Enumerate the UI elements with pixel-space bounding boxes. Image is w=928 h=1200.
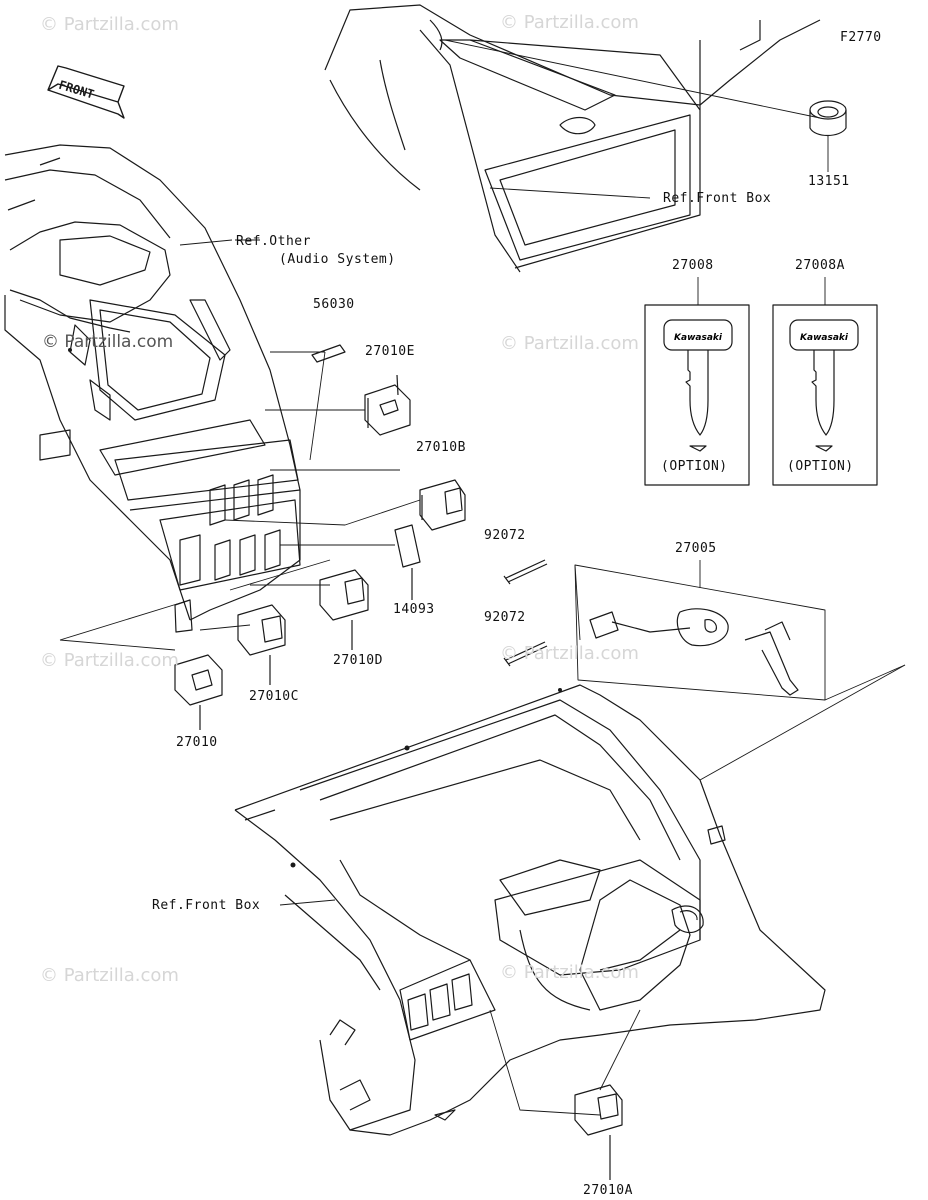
figure-code: F2770 [840,30,882,45]
watermark: © Partzilla.com [500,962,639,983]
socket-13151 [809,100,847,172]
watermark: © Partzilla.com [500,643,639,664]
ref-front-box-top[interactable]: Ref.Front Box [663,191,772,206]
dash-panel-upper [4,144,301,633]
watermark: © Partzilla.com [40,650,179,671]
tie-92072-b [503,641,548,667]
part-number-14093[interactable]: 14093 [393,602,435,617]
watermark: © Partzilla.com [42,332,174,352]
watermark: © Partzilla.com [500,333,639,354]
part-number-27005[interactable]: 27005 [675,541,717,556]
ref-audio-system: (Audio System) [279,252,396,267]
switch-27010 [174,654,223,730]
leader-lines-upper [59,239,421,651]
ignition-kit-27005 [574,560,826,701]
front-box-upper [324,4,821,273]
cap-14093 [394,524,421,600]
key-option-left: (OPTION) [661,459,728,474]
part-number-27010d[interactable]: 27010D [333,653,383,668]
leader-lines-lower [489,564,906,1116]
part-number-27010c[interactable]: 27010C [249,689,299,704]
watermark: © Partzilla.com [40,965,179,986]
key-option-right: (OPTION) [787,459,854,474]
switch-27010d [319,569,369,650]
screw-dots [68,348,562,868]
part-number-27008a[interactable]: 27008A [795,258,845,273]
switch-27010e [364,374,411,436]
part-number-27010b[interactable]: 27010B [416,440,466,455]
part-number-56030[interactable]: 56030 [313,297,355,312]
front-box-lower [234,684,826,1136]
watermark: © Partzilla.com [500,12,639,33]
part-number-13151[interactable]: 13151 [808,174,850,189]
pin-56030 [311,344,346,363]
switch-27010a [574,1084,623,1180]
part-number-92072-a[interactable]: 92072 [484,528,526,543]
switch-27010b [419,479,466,531]
watermark: © Partzilla.com [40,14,179,35]
ref-other[interactable]: Ref.Other [236,234,311,249]
ref-front-box-bottom[interactable]: Ref.Front Box [152,898,261,913]
key-card-27008a [772,277,878,486]
switch-27010c [237,604,286,685]
label-leaders [235,239,336,906]
part-number-27008[interactable]: 27008 [672,258,714,273]
front-label: FRONT [57,78,96,102]
front-arrow-icon: FRONT [47,65,125,119]
tie-92072-a [503,559,548,585]
part-number-27010a[interactable]: 27010A [583,1183,633,1198]
part-number-92072-b[interactable]: 92072 [484,610,526,625]
part-number-27010[interactable]: 27010 [176,735,218,750]
key-card-27008 [644,277,750,486]
part-number-27010e[interactable]: 27010E [365,344,415,359]
